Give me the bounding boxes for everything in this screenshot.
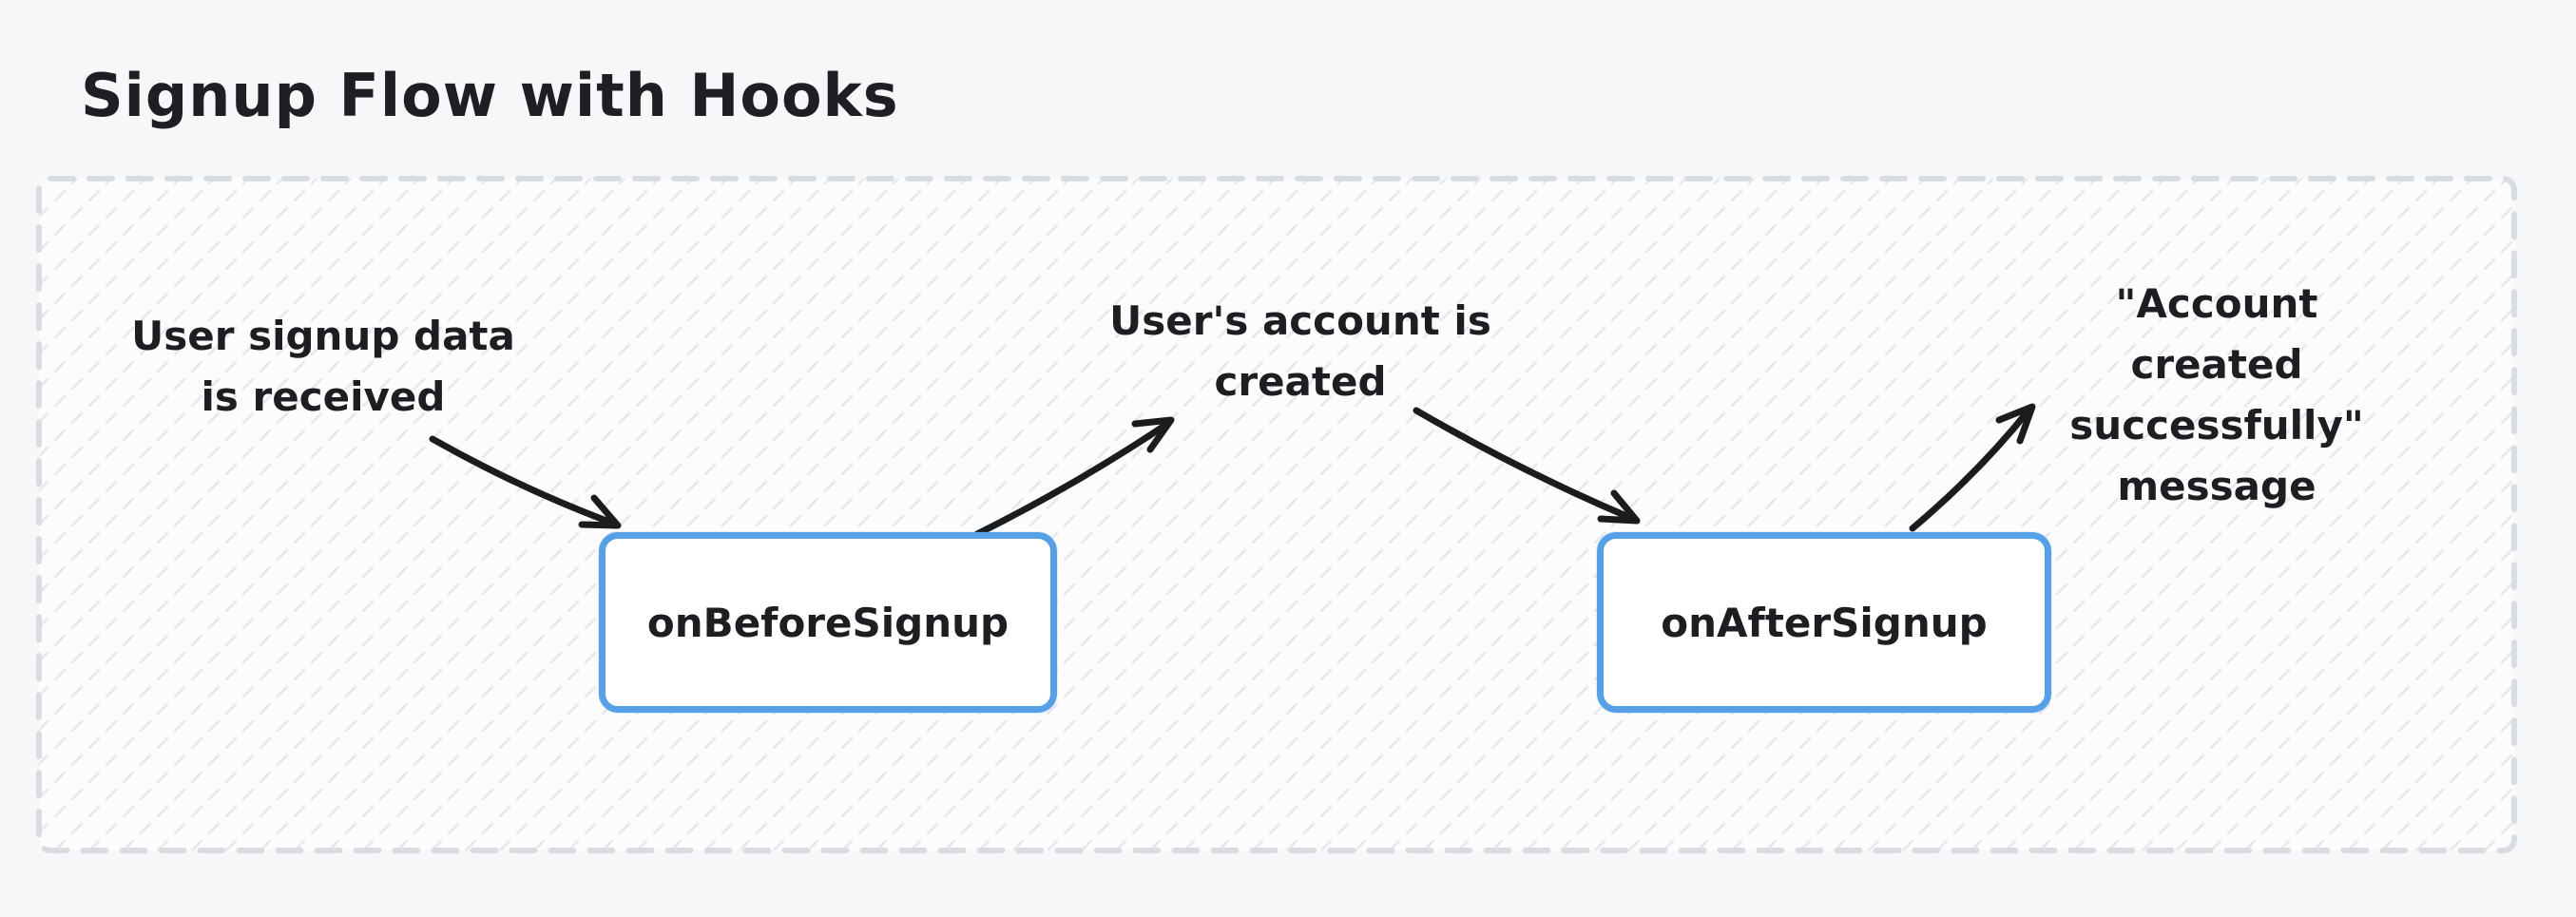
flow-node-onbeforesignup: onBeforeSignup	[599, 532, 1057, 713]
flow-label-success-message: "Account created successfully" message	[2069, 280, 2364, 509]
arrow-onaftersignup-to-success-message-icon	[1909, 403, 2036, 532]
flow-label-account-created: User's account is created	[1109, 297, 1491, 405]
arrow-onbeforesignup-to-account-created-icon	[973, 416, 1175, 538]
diagram-title: Signup Flow with Hooks	[81, 61, 899, 130]
arrow-signup-data-to-onbeforesignup-icon	[429, 435, 622, 529]
flow-node-onaftersignup-label: onAfterSignup	[1661, 599, 1988, 646]
flow-node-onbeforesignup-label: onBeforeSignup	[646, 599, 1009, 646]
flow-label-signup-data: User signup data is received	[131, 313, 515, 420]
flow-node-onaftersignup: onAfterSignup	[1597, 532, 2051, 713]
arrow-account-created-to-onaftersignup-icon	[1413, 407, 1641, 525]
